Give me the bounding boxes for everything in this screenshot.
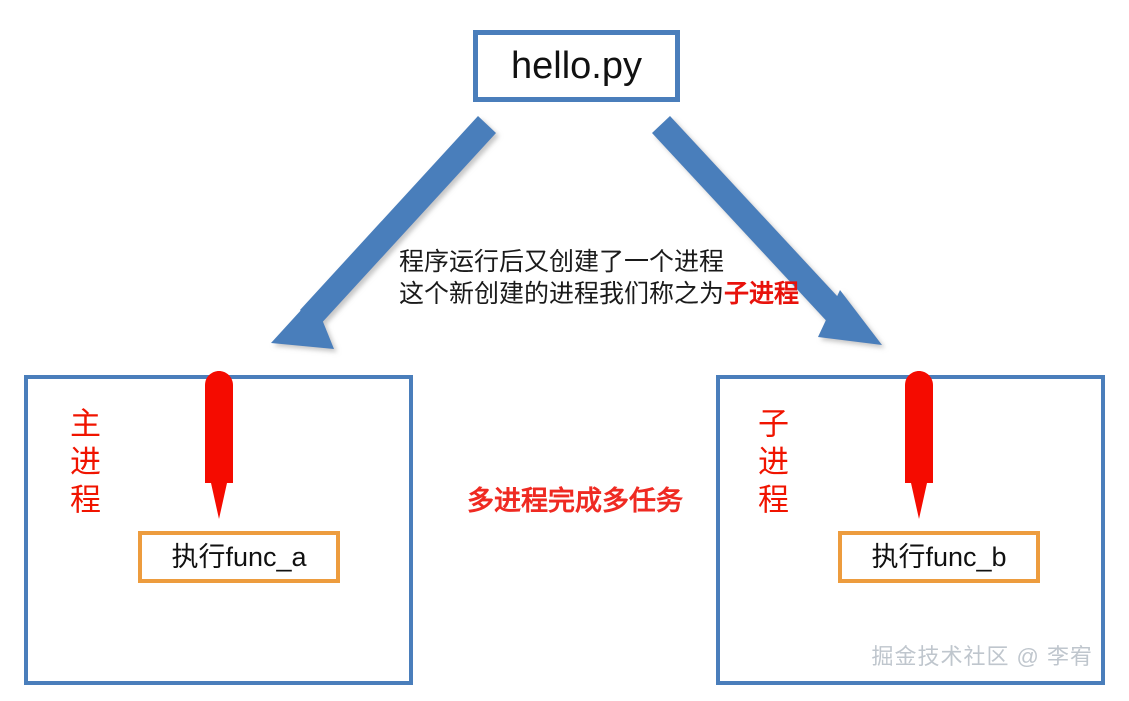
explanation-line-1: 程序运行后又创建了一个进程	[399, 248, 725, 276]
file-box-label: hello.py	[511, 45, 642, 87]
main-process-box: 主进程 执行func_a	[24, 371, 413, 685]
arrow-to-main-process	[271, 116, 496, 349]
child-process-flow-arrow	[905, 371, 933, 519]
child-process-box: 子进程 执行func_b 掘金技术社区 @ 李宥	[716, 371, 1105, 685]
explanation-text: 程序运行后又创建了一个进程这个新创建的进程我们称之为子进程	[399, 246, 819, 310]
main-process-action-label: 执行func_a	[171, 541, 307, 572]
watermark: 掘金技术社区 @ 李宥	[871, 644, 1093, 669]
explanation-highlight: 子进程	[724, 280, 800, 308]
arrow-to-child-process	[652, 116, 882, 345]
child-process-action-box: 执行func_b	[838, 531, 1040, 583]
child-process-action-label: 执行func_b	[871, 541, 1007, 572]
file-box-hello-py: hello.py	[473, 30, 680, 102]
main-process-title: 主进程	[65, 407, 101, 521]
explanation-line-2: 这个新创建的进程我们称之为	[399, 280, 725, 308]
main-process-action-box: 执行func_a	[138, 531, 340, 583]
child-process-title: 子进程	[753, 407, 789, 521]
main-process-flow-arrow	[205, 371, 233, 519]
center-caption: 多进程完成多任务	[467, 486, 683, 516]
